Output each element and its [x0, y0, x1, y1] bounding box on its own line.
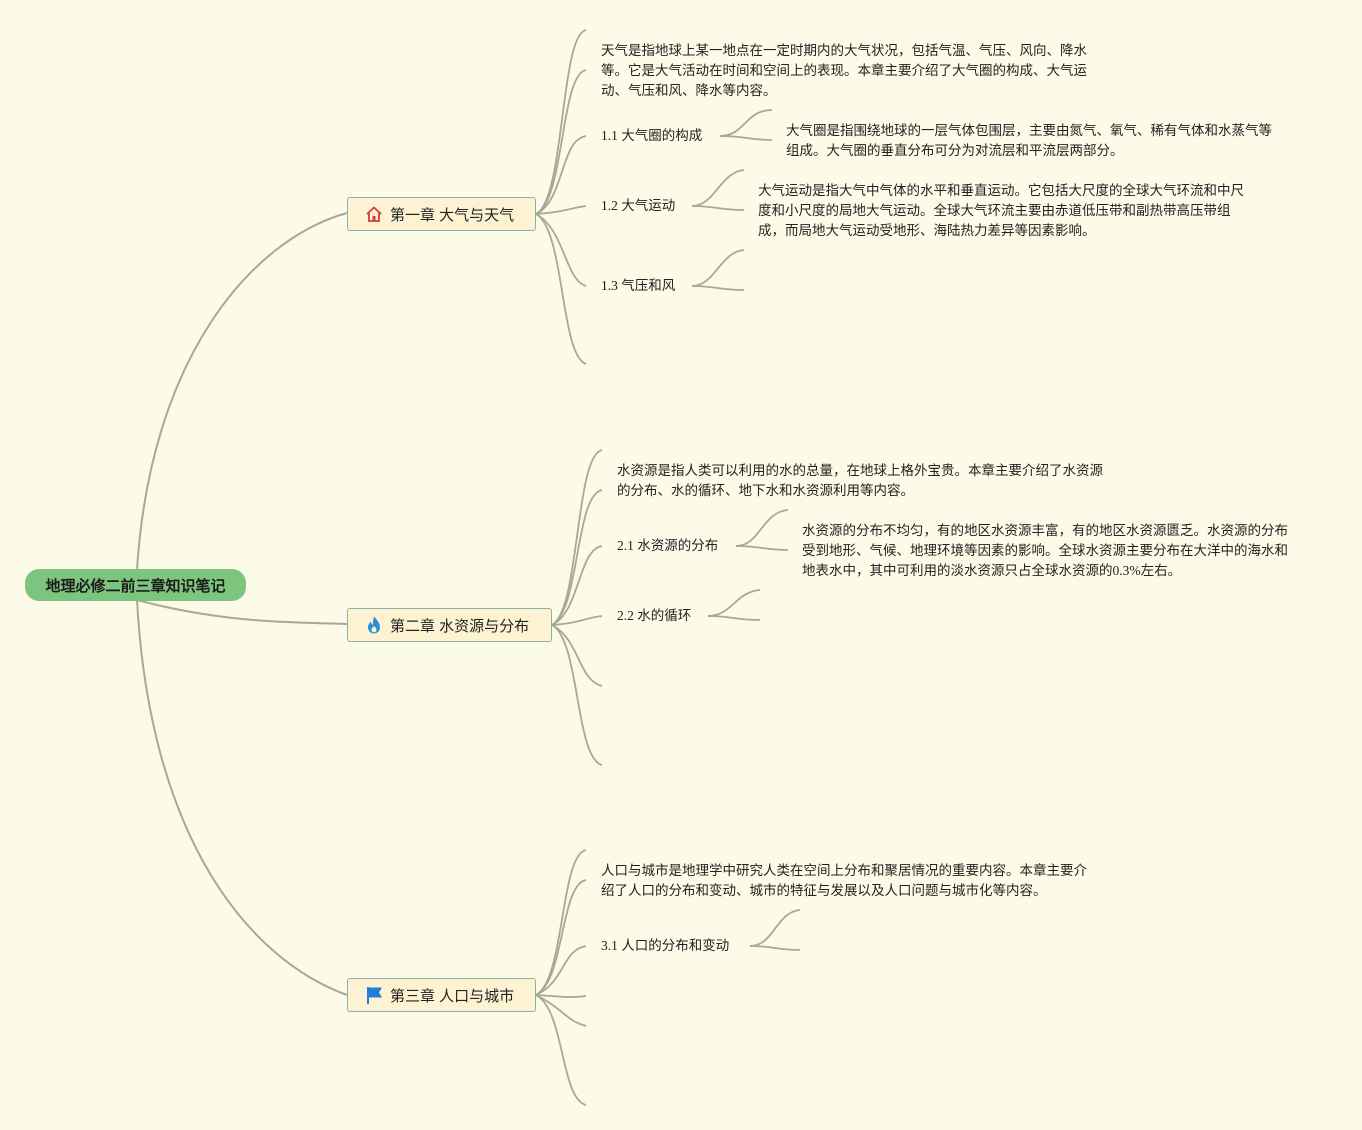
- subtopic-1-2-detail: 大气运动是指大气中气体的水平和垂直运动。它包括大尺度的全球大气环流和中尺度和小尺…: [758, 183, 1244, 238]
- root-topic[interactable]: 地理必修二前三章知识笔记: [25, 569, 246, 601]
- subtopic-3-1[interactable]: 3.1 人口的分布和变动: [601, 938, 730, 953]
- root-topic-label: 地理必修二前三章知识笔记: [45, 577, 226, 595]
- subtopic-1-1[interactable]: 1.1 大气圈的构成: [601, 128, 703, 143]
- chapter-1-description: 天气是指地球上某一地点在一定时期内的大气状况，包括气温、气压、风向、降水等。它是…: [601, 43, 1087, 98]
- chapter-1-node[interactable]: 第一章 大气与天气: [347, 197, 536, 231]
- chapter-3-node[interactable]: 第三章 人口与城市: [347, 978, 536, 1012]
- flag-icon: [364, 985, 384, 1005]
- flame-icon: [364, 615, 384, 635]
- chapter-2-description: 水资源是指人类可以利用的水的总量，在地球上格外宝贵。本章主要介绍了水资源的分布、…: [617, 463, 1103, 498]
- subtopic-1-3[interactable]: 1.3 气压和风: [601, 278, 676, 293]
- subtopic-1-2[interactable]: 1.2 大气运动: [601, 198, 676, 213]
- subtopic-2-1[interactable]: 2.1 水资源的分布: [617, 538, 719, 553]
- chapter-3-description: 人口与城市是地理学中研究人类在空间上分布和聚居情况的重要内容。本章主要介绍了人口…: [601, 863, 1087, 898]
- chapter-2-label: 第二章 水资源与分布: [390, 617, 530, 635]
- chapter-1-label: 第一章 大气与天气: [390, 206, 515, 224]
- subtopic-1-1-detail: 大气圈是指围绕地球的一层气体包围层，主要由氮气、氧气、稀有气体和水蒸气等组成。大…: [786, 123, 1272, 158]
- chapter-3-label: 第三章 人口与城市: [390, 987, 515, 1005]
- subtopic-2-2[interactable]: 2.2 水的循环: [617, 608, 692, 623]
- subtopic-2-1-detail: 水资源的分布不均匀，有的地区水资源丰富，有的地区水资源匮乏。水资源的分布受到地形…: [802, 523, 1288, 578]
- house-icon: [364, 204, 384, 224]
- chapter-2-node[interactable]: 第二章 水资源与分布: [347, 608, 552, 642]
